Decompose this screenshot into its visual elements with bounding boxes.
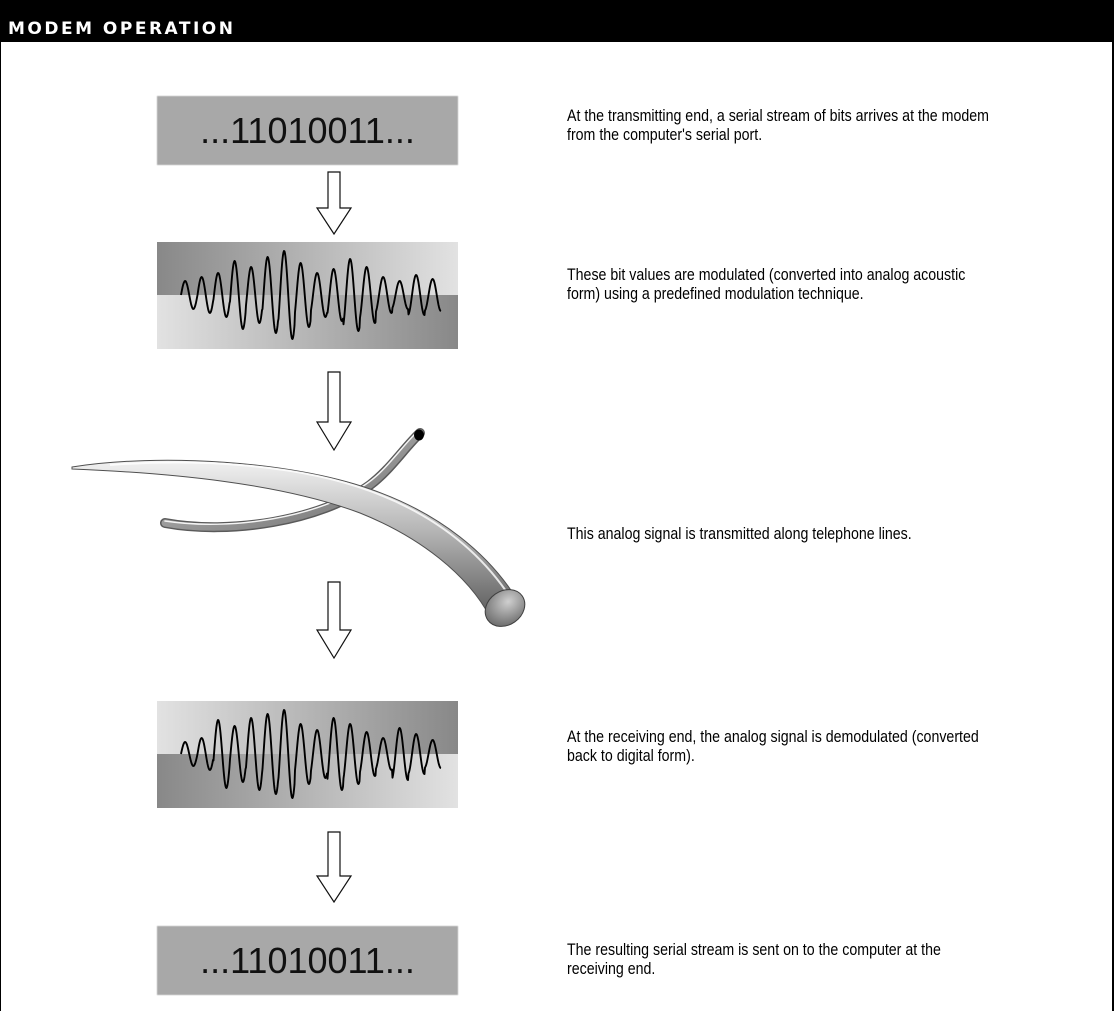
input-bitstream-box bbox=[157, 96, 458, 165]
page-title: MODEM OPERATION bbox=[8, 19, 236, 39]
output-bitstream-box bbox=[157, 926, 458, 995]
step-4-description: At the receiving end, the analog signal … bbox=[567, 728, 979, 765]
left-border bbox=[0, 42, 1, 1011]
down-arrow-1 bbox=[315, 171, 353, 236]
down-arrow-4 bbox=[315, 831, 353, 904]
output-bitstream-label: ...11010011... bbox=[200, 940, 415, 981]
demodulated-waveform bbox=[180, 709, 442, 799]
telephone-line-cable bbox=[71, 428, 526, 627]
modulated-signal-panel bbox=[157, 242, 458, 349]
step-2-description: These bit values are modulated (converte… bbox=[567, 266, 966, 303]
down-arrow-2 bbox=[315, 371, 353, 452]
right-border bbox=[1112, 42, 1114, 1011]
down-arrow-3 bbox=[315, 581, 353, 660]
step-1-description: At the transmitting end, a serial stream… bbox=[567, 107, 989, 144]
step-5-description: The resulting serial stream is sent on t… bbox=[567, 941, 941, 978]
title-bar: MODEM OPERATION bbox=[0, 0, 1114, 42]
step-3-description: This analog signal is transmitted along … bbox=[567, 525, 912, 543]
modulated-waveform bbox=[180, 250, 442, 340]
input-bitstream-label: ...11010011... bbox=[200, 110, 415, 151]
demodulated-signal-panel bbox=[157, 701, 458, 808]
